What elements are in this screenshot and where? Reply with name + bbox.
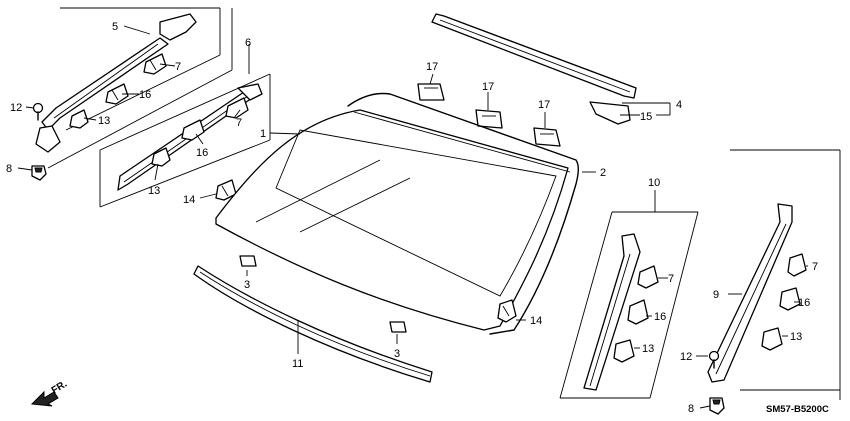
- screw-12-right: [708, 350, 720, 369]
- fastener-8-upper-left: [31, 165, 47, 181]
- callout-labels: 5 6 7 16 12 13 1 7 16 8 13 14 17 17 17 4…: [6, 21, 818, 415]
- callout-2: 2: [600, 167, 606, 179]
- clip-13-right-10: [613, 339, 635, 363]
- callout-3-a: 3: [244, 279, 250, 291]
- clip-14-right: [497, 299, 517, 323]
- callout-14-a: 14: [183, 194, 195, 206]
- callout-13-c: 13: [642, 343, 654, 355]
- callout-1: 1: [260, 128, 266, 140]
- callout-7-b: 7: [236, 117, 242, 129]
- windshield-glass: [215, 109, 569, 331]
- callout-13-a: 13: [98, 115, 110, 127]
- group-10-box: [559, 211, 699, 399]
- bracket-15: [589, 101, 631, 125]
- clip-16-upper-left: [105, 83, 129, 105]
- screw-12-upper-left: [32, 102, 44, 121]
- leader-lines: [17, 25, 808, 409]
- clip-7-mid-left: [225, 97, 249, 119]
- upper-left-moulding: [35, 13, 197, 153]
- clip-7-right-10: [637, 265, 659, 289]
- callout-16-d: 16: [798, 297, 810, 309]
- clip-16-right-10: [627, 299, 649, 325]
- callout-17-b: 17: [482, 81, 494, 93]
- callout-3-b: 3: [394, 348, 400, 360]
- right-side-moulding-9: [707, 203, 793, 383]
- clip-16-mid-left: [181, 119, 205, 141]
- callout-8-a: 8: [6, 163, 12, 175]
- clip-14-left: [215, 179, 237, 201]
- clip-7-right-9: [787, 253, 807, 277]
- callout-7-c: 7: [668, 273, 674, 285]
- top-header-seal: [431, 13, 637, 99]
- clip-13-upper-left: [69, 109, 89, 129]
- callout-17-a: 17: [426, 61, 438, 73]
- diagram-code: SM57-B5200C: [766, 404, 829, 415]
- callout-13-d: 13: [790, 331, 802, 343]
- callout-10: 10: [648, 177, 660, 189]
- callout-15: 15: [640, 111, 652, 123]
- callout-16-a: 16: [139, 89, 151, 101]
- callout-11: 11: [292, 358, 303, 370]
- callout-16-b: 16: [196, 147, 208, 159]
- front-direction-arrow: FR.: [30, 379, 69, 407]
- callout-7-d: 7: [812, 261, 818, 273]
- dam-rubber: [347, 92, 579, 335]
- bracket-17-right: [533, 127, 561, 147]
- callout-12-a: 12: [10, 102, 22, 114]
- callout-17-c: 17: [538, 99, 550, 111]
- group-5-box: [47, 7, 233, 169]
- spacer-3-bottom: [389, 321, 407, 333]
- clip-13-mid-left: [151, 147, 171, 167]
- fastener-8-right: [709, 397, 725, 415]
- callout-6: 6: [245, 37, 251, 49]
- callout-12-b: 12: [680, 351, 692, 363]
- callout-16-c: 16: [654, 311, 666, 323]
- callout-7-a: 7: [175, 61, 181, 73]
- bracket-17-left: [417, 83, 445, 101]
- callout-13-b: 13: [148, 185, 160, 197]
- clip-16-right-9: [779, 287, 801, 311]
- callout-14-b: 14: [530, 315, 542, 327]
- bracket-17-center: [475, 109, 503, 129]
- clip-13-right-9: [761, 327, 783, 351]
- clip-7-upper-left: [143, 53, 167, 75]
- callout-8-b: 8: [688, 403, 694, 415]
- callout-9: 9: [713, 289, 719, 301]
- spacer-3-left: [239, 255, 257, 267]
- right-side-moulding-10: [583, 233, 641, 391]
- callout-4: 4: [676, 99, 682, 111]
- callout-5: 5: [112, 21, 118, 33]
- group-9-box: [730, 149, 841, 400]
